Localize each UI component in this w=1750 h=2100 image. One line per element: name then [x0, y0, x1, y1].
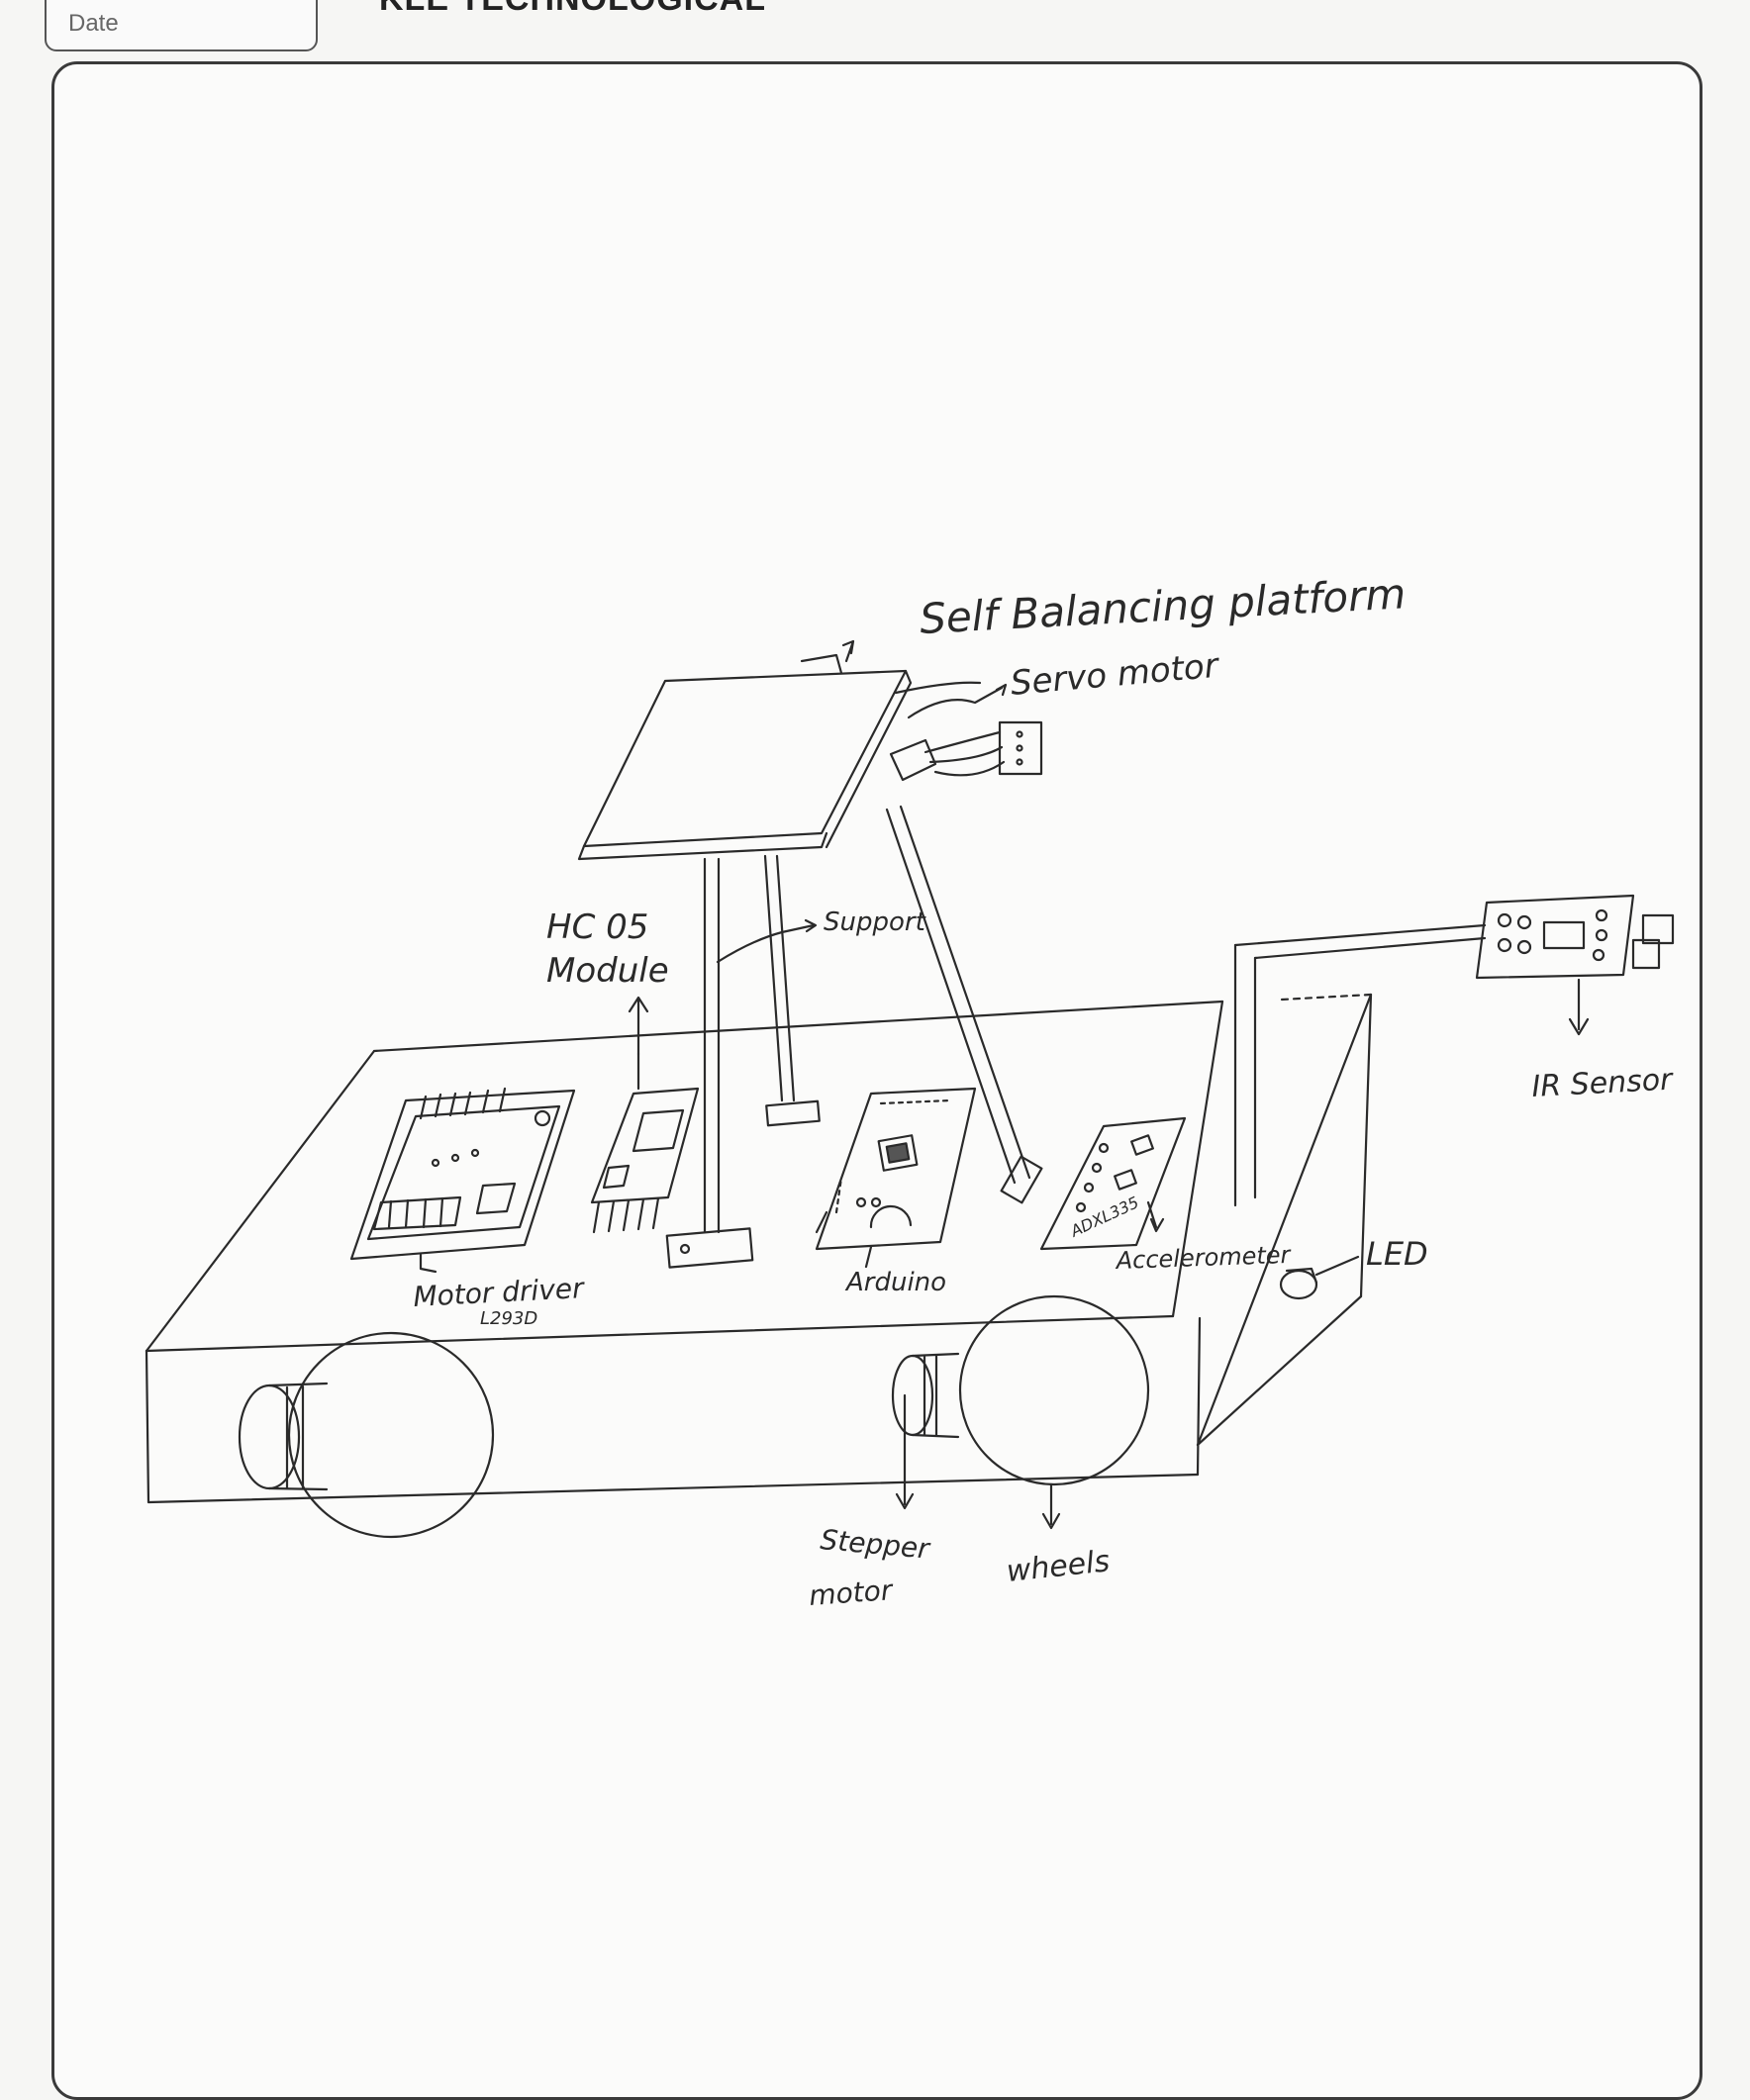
label-stepper-line1: Stepper — [819, 1523, 931, 1566]
ir-sensor-arm — [1233, 923, 1487, 1207]
date-box: Date — [45, 0, 318, 51]
date-label: Date — [68, 10, 119, 37]
arduino-board — [815, 1087, 977, 1251]
servo-motor — [889, 681, 1043, 782]
label-ir-sensor: IR Sensor — [1531, 1063, 1675, 1104]
label-support: Support — [824, 907, 926, 937]
motor-driver-board — [349, 1087, 576, 1261]
label-motor-driver-line1: Motor driver — [413, 1272, 586, 1313]
self-balancing-platform — [577, 639, 913, 861]
front-wheel — [958, 1294, 1150, 1486]
rear-stepper-motor — [238, 1382, 329, 1491]
header-title: KLE TECHNOLOGICAL — [379, 0, 766, 19]
label-accelerometer: Accelerometer — [1114, 1241, 1293, 1275]
label-accelerometer-chip: ADXL335 — [1067, 1193, 1142, 1241]
front-stepper-motor — [891, 1352, 960, 1439]
hc05-module-board — [590, 996, 700, 1234]
label-servo-motor: Servo motor — [1009, 646, 1221, 704]
label-motor-driver-line2: L293D — [480, 1308, 537, 1329]
chassis — [145, 1000, 1224, 1504]
platform-supports — [665, 805, 1043, 1269]
accelerometer-board — [1039, 1116, 1187, 1251]
led-bracket — [1196, 993, 1373, 1447]
label-pointers — [419, 918, 1061, 1530]
label-self-balancing-platform: Self Balancing platform — [919, 569, 1407, 643]
label-arduino: Arduino — [844, 1268, 946, 1297]
label-led: LED — [1366, 1235, 1428, 1273]
ir-sensor-board — [1475, 894, 1675, 1036]
label-wheels: wheels — [1005, 1544, 1112, 1589]
label-hc05-line1: HC 05 — [546, 907, 648, 947]
rear-wheel — [287, 1331, 495, 1539]
label-stepper-line2: motor — [808, 1574, 895, 1612]
label-hc05-line2: Module — [546, 951, 669, 991]
robot-sketch: Self Balancing platform Servo motor HC 0… — [145, 569, 1675, 1612]
